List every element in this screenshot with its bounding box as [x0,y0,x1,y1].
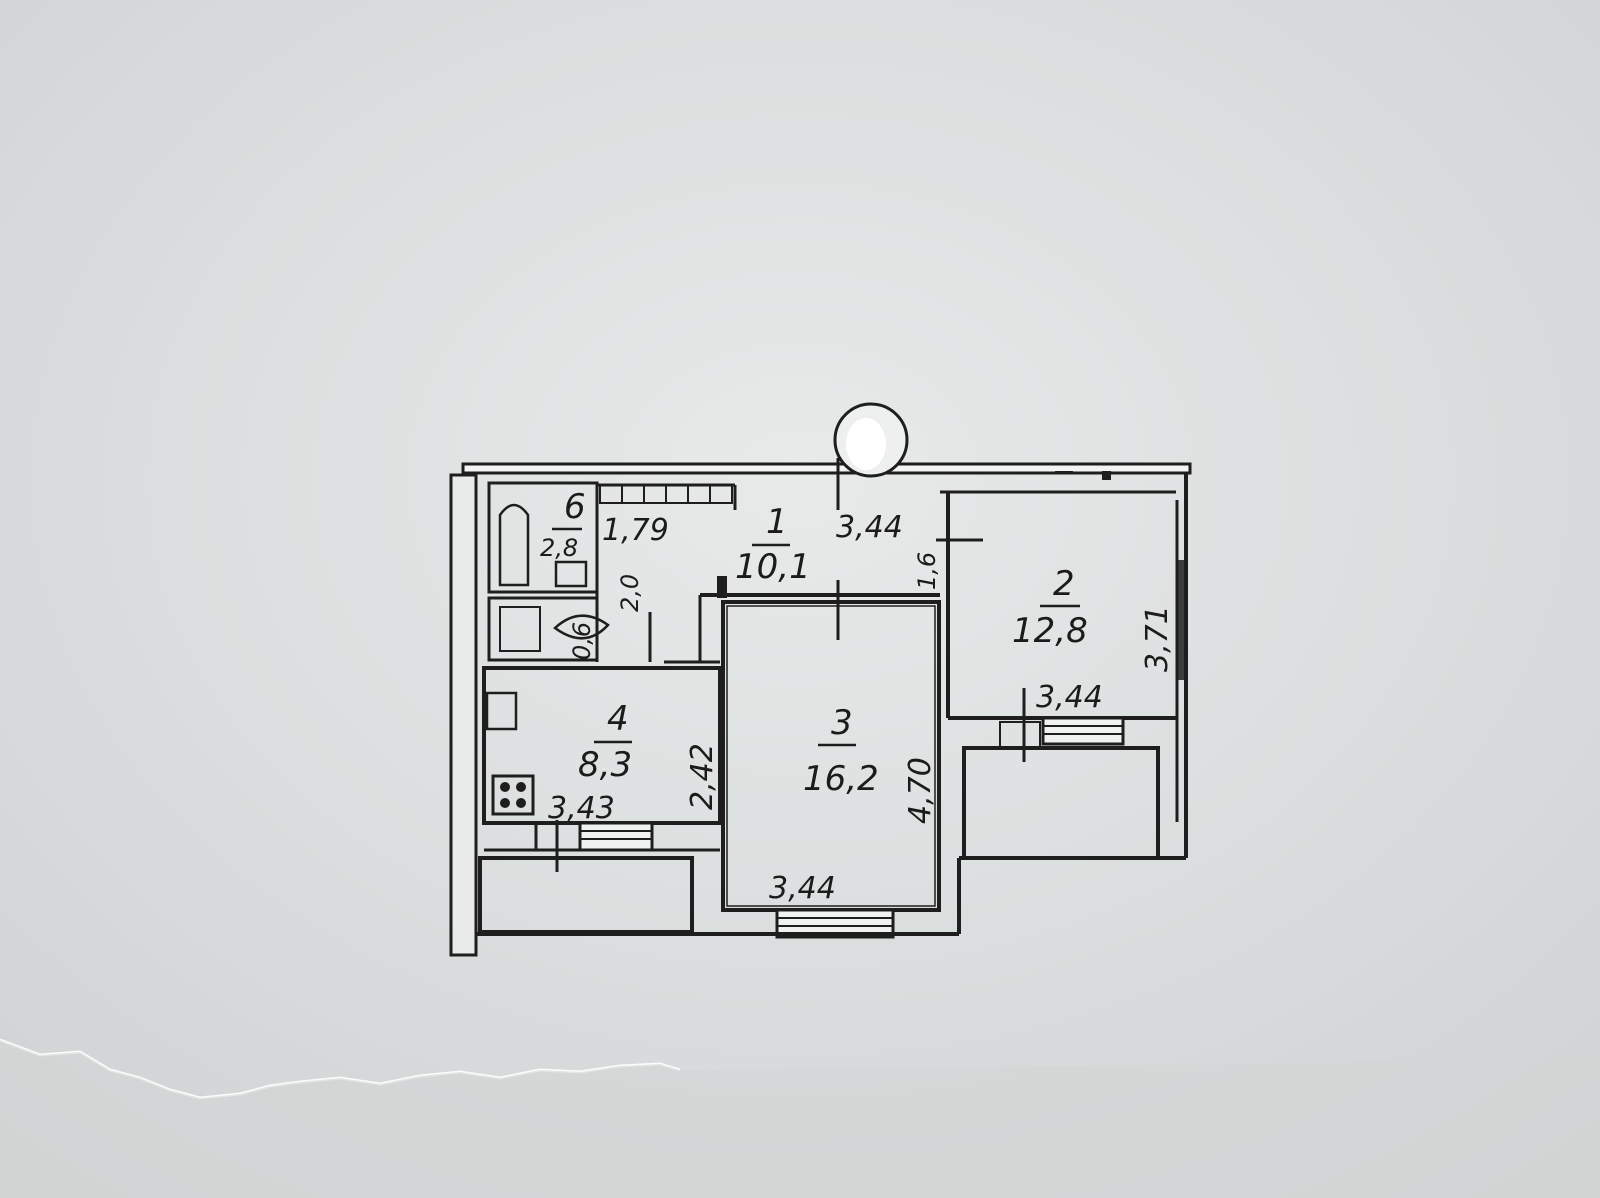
bathtub-icon [498,503,530,587]
dim-wc-width: 0,6 [568,622,596,660]
room-2-area: 12,8 [1012,611,1088,651]
left-outer-wall [449,473,478,957]
dim-room2-width: 3,44 [1036,680,1103,715]
room-3-area: 16,2 [803,759,879,799]
room-labels: 6 2,8 1 10,1 2 12,8 3 16,2 4 8,3 [540,487,1088,799]
dim-hall-length: 3,44 [836,510,903,545]
kitchen-window [578,821,654,852]
room-4-area: 8,3 [578,745,632,785]
room-6-area: 2,8 [540,534,578,562]
dim-hall-depth: 1,6 [913,552,941,590]
toilet-icon [553,614,610,640]
room-4-number: 4 [607,699,629,739]
bathroom-outline [487,481,599,594]
plan-walls [449,402,1192,957]
dim-kitchen-width: 3,43 [548,791,615,826]
room-2-window [1041,716,1125,746]
sink-cabinet-icon [485,691,518,731]
paper-lower-tone [0,1040,1600,1198]
room-2-number: 2 [1053,564,1075,604]
sink-icon [554,560,588,588]
dimension-labels: 1,79 3,44 1,6 2,0 0,6 3,71 3,44 2,42 3,4… [548,510,1175,906]
dim-room3-depth: 4,70 [903,757,938,824]
room-3-number: 3 [831,703,853,743]
stove-icon [491,774,535,816]
dim-kitchen-depth: 2,42 [685,743,720,810]
room-1-number: 1 [766,502,788,542]
room-6-number: 6 [564,487,586,527]
dim-room3-width: 3,44 [769,871,836,906]
room-1-area: 10,1 [735,547,811,587]
dim-room2-depth: 3,71 [1140,605,1175,672]
dim-bath-wc: 2,0 [616,574,644,612]
dim-hall-width: 1,79 [602,513,669,548]
top-outer-wall [461,462,1192,475]
